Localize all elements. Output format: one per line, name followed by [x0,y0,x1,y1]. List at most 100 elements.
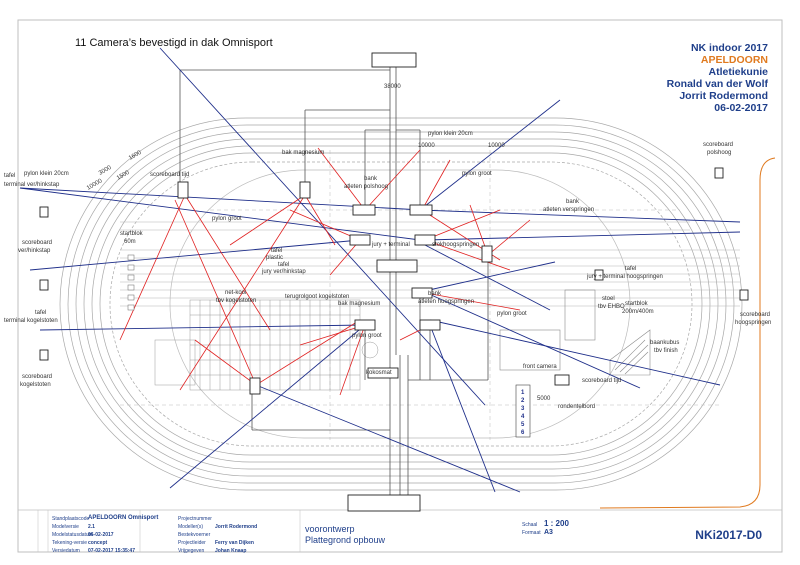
camera [299,181,311,199]
kokosmat-box [367,367,399,379]
stoel-label-2: tbv EHBO [598,304,625,310]
drawing-title: Plattegrond opbouw [305,535,386,545]
footer-value: concept [88,540,108,546]
equipment-rack-bottom [347,494,421,512]
startblok-label: startblok [120,231,144,237]
terminal-verhink-label: terminal ver/hinkstap [4,182,60,188]
athletics-track [59,117,743,491]
pylon-klein-label: pylon klein 20cm [428,131,473,137]
lane-number: 1 [521,390,525,396]
footer-value: Ferry van Dijken [215,540,254,546]
net-kooi-label-2: tbv kogelstoten [216,298,256,304]
sprint-lanes [120,221,740,307]
camera [177,181,189,199]
footer-value: Jorrit Rodermond [215,524,258,530]
pylon-klein-left-label: pylon klein 20cm [24,171,69,177]
lane-number: 3 [521,406,525,412]
scoreboard-verhink-label: scoreboard [22,240,52,246]
footer-value: 06-02-2017 [88,532,114,538]
accent-arc [599,157,776,509]
rondenteller-label: rondentelbord [558,404,595,410]
tafel-terminal-kogel-label-2: terminal kogelstoten [4,318,58,324]
page-frame [17,19,783,553]
scoreboard-tijd-label: scoreboard tijd [150,172,189,178]
lane-starts [127,254,135,311]
camera-markers [39,52,749,512]
drawing-code: NKi2017-D0 [695,528,762,542]
scoreboard-marker [39,279,49,291]
bank-versp-label-2: atleten verspringen [543,207,594,213]
bank-polshoog-label-2: atleten polshoog [344,184,388,190]
equipment-rack-top [371,52,417,68]
scoreboard-hoog-label: scoreboard [740,312,770,318]
camera [349,234,371,246]
drawing-subtitle: voorontwerp [305,524,355,534]
bank-versp-label: bank [566,199,580,205]
footer-value: 2.1 [88,524,95,530]
camera-view-fields [119,147,531,396]
scoreboard-kogel-label-2: kogelstoten [20,382,51,388]
lane-number: 4 [521,414,525,420]
title-block [37,510,301,552]
camera [411,287,433,299]
scoreboard-polshoog-label-2: polshoog [707,150,731,156]
tafel-jury-label: tafel [278,262,289,268]
pylon-groot-low2-label: pylon groot [352,333,382,339]
project-title: NK indoor 2017 [690,42,768,54]
pylon-groot-label: pylon groot [462,171,492,177]
kogelstoten-area [154,299,379,391]
hoogspringen-area [499,289,651,376]
footer-value: 07-02-2017 15:35:47 [88,548,135,554]
footer-key: Versiedatum [52,548,80,554]
bank-hoog-label: bank [428,291,442,297]
footer-key: Vrijgegeven [178,548,205,554]
camera [354,319,376,331]
camera [419,319,441,331]
tafel-plastic-label: tafel [271,248,282,254]
scoreboard-verhink-label-2: ver/hinkstap [18,248,51,254]
project-client: Atletiekunie [708,66,768,78]
footer-key: Projectnummer [178,516,212,522]
format-value: A3 [544,529,553,536]
startblok-200-label-2: 200m/400m [622,309,654,315]
dimension-5000: 5000 [537,396,551,402]
format-key: Formaat [522,530,541,536]
guide-lines [120,150,720,440]
tafel-label: tafel [4,173,15,179]
lane-number: 5 [521,422,525,428]
dimension-3000: 3000 [98,165,113,177]
footer-value: Johan Knaap [215,548,247,554]
camera-sightlines [19,47,741,493]
scale-value: 1 : 200 [544,519,569,528]
pylon-groot-mid-label: pylon groot [212,216,242,222]
pylon-groot-low-label: pylon groot [497,311,527,317]
camera [481,245,493,263]
terugrol-label: terugrolgoot kogelstoten [285,294,349,300]
bank-hoog-label-2: atleten hoogspringen [418,299,474,305]
kokosmat-label: kokosmat [366,370,392,376]
camera [409,204,433,216]
front-camera-label: front camera [523,364,557,370]
project-location: APELDOORN [700,54,768,66]
cable-routes [179,65,489,495]
scoreboard-polshoog-label: scoreboard [703,142,733,148]
scoreboard-marker [39,349,49,361]
project-author-2: Jorrit Rodermond [679,90,768,102]
footer-value: APELDOORN Omnisport [88,515,159,521]
dimension-38000: 38000 [384,84,401,90]
scoreboard-kogel-label: scoreboard [22,374,52,380]
dimension-10000: 10000 [418,143,435,149]
scoreboard-tijd-low-label: scoreboard tijd [582,378,621,384]
bak-magnesium-label: bak magnesium [282,150,324,156]
scoreboard-marker [39,206,49,218]
camera-note: 11 Camera’s bevestigd in dak Omnisport [75,37,273,49]
scoreboard-marker [739,289,749,301]
scoreboard-hoog-label-2: hoogspringen [735,320,771,326]
footer-key: Bestekvoerner [178,532,211,538]
camera [554,374,570,386]
lane-number: 2 [521,398,525,404]
project-date: 06-02-2017 [714,102,768,114]
tafel-hoog-label-2: jury + terminal hoogspringen [586,274,663,280]
footer-key: Modeller(s) [178,524,204,530]
footer-key: Projectleider [178,540,206,546]
